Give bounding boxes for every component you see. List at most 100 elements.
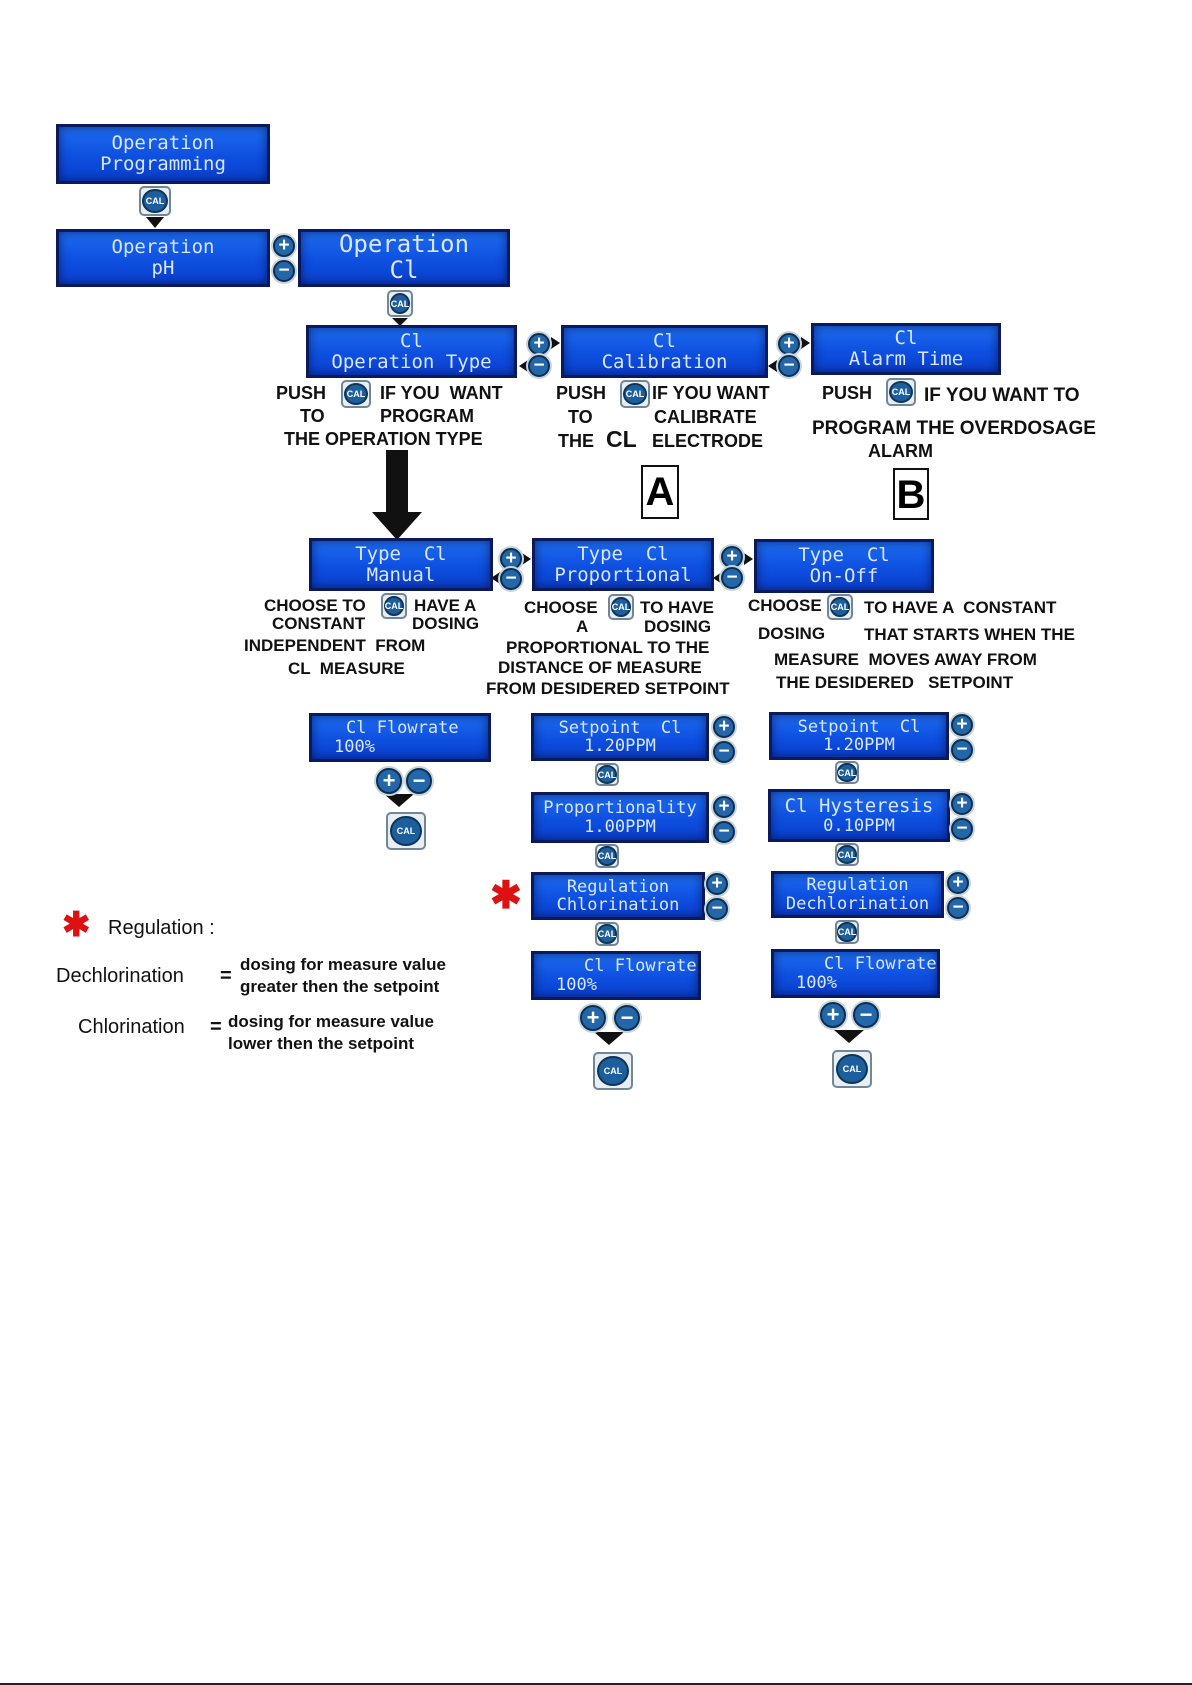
cal-button[interactable]: CAL bbox=[595, 922, 619, 946]
plus-button[interactable]: + bbox=[713, 716, 735, 738]
cal-button[interactable]: CAL bbox=[387, 290, 413, 317]
minus-button[interactable]: − bbox=[947, 897, 969, 919]
arrow-right-icon bbox=[551, 337, 560, 349]
minus-button[interactable]: − bbox=[721, 567, 743, 589]
cal-button[interactable]: CAL bbox=[608, 594, 634, 620]
text: PROPORTIONAL TO THE bbox=[506, 638, 710, 657]
plus-button[interactable]: + bbox=[273, 235, 295, 257]
arrow-left-icon bbox=[713, 572, 722, 584]
screen-line: Proportional bbox=[554, 563, 692, 586]
cal-button[interactable]: CAL bbox=[341, 380, 371, 408]
cal-button[interactable]: CAL bbox=[832, 1050, 872, 1088]
screen-line: 1.20PPM bbox=[823, 735, 895, 755]
minus-button[interactable]: − bbox=[713, 821, 735, 843]
screen-cl-calibration: Cl Calibration bbox=[561, 325, 768, 378]
screen-line: Type Cl bbox=[798, 544, 890, 567]
cal-button[interactable]: CAL bbox=[835, 761, 859, 784]
arrow-down-icon bbox=[594, 1032, 624, 1045]
plus-button[interactable]: + bbox=[706, 873, 728, 895]
screen-cl-alarm-time: Cl Alarm Time bbox=[811, 323, 1001, 375]
minus-button[interactable]: − bbox=[614, 1005, 640, 1031]
cal-icon: CAL bbox=[389, 292, 411, 315]
instruction-proportional: CHOOSE TO HAVE A DOSING PROPORTIONAL TO … bbox=[484, 598, 754, 702]
marker-b: B bbox=[893, 468, 929, 520]
text: INDEPENDENT FROM bbox=[244, 636, 426, 655]
minus-button[interactable]: − bbox=[706, 898, 728, 920]
cal-button[interactable]: CAL bbox=[595, 844, 619, 868]
plus-button[interactable]: + bbox=[580, 1005, 606, 1031]
instruction-alarm: PUSH IF YOU WANT TO PROGRAM THE OVERDOSA… bbox=[810, 383, 1140, 461]
plus-button[interactable]: + bbox=[947, 872, 969, 894]
plus-button[interactable]: + bbox=[951, 714, 973, 736]
cal-button[interactable]: CAL bbox=[381, 593, 407, 619]
minus-button[interactable]: − bbox=[273, 260, 295, 282]
text: CHOOSE TO bbox=[264, 596, 366, 615]
legend-chlorination-desc: lower then the setpoint bbox=[228, 1034, 415, 1053]
screen-prop-regulation: Regulation Chlorination bbox=[531, 872, 705, 920]
minus-button[interactable]: − bbox=[853, 1002, 879, 1028]
screen-line: Operation bbox=[338, 230, 470, 259]
cal-button[interactable]: CAL bbox=[886, 378, 916, 406]
plus-button[interactable]: + bbox=[951, 793, 973, 815]
legend-equals: = bbox=[210, 1016, 222, 1038]
screen-line: Regulation bbox=[806, 875, 909, 896]
cal-icon: CAL bbox=[837, 845, 857, 864]
text: ELECTRODE bbox=[652, 431, 764, 451]
screen-line: Cl Hysteresis bbox=[784, 795, 934, 818]
plus-button[interactable]: + bbox=[721, 546, 743, 568]
text: MEASURE MOVES AWAY FROM bbox=[774, 650, 1037, 669]
cal-icon: CAL bbox=[597, 924, 617, 944]
screen-operation-ph: Operation pH bbox=[56, 229, 270, 287]
screen-line: Setpoint Cl bbox=[558, 717, 682, 738]
plus-button[interactable]: + bbox=[500, 548, 522, 570]
plus-button[interactable]: + bbox=[778, 333, 800, 355]
cal-button[interactable]: CAL bbox=[139, 186, 171, 216]
minus-button[interactable]: − bbox=[778, 355, 800, 377]
minus-button[interactable]: − bbox=[528, 355, 550, 377]
minus-button[interactable]: − bbox=[951, 818, 973, 840]
cal-button[interactable]: CAL bbox=[835, 920, 859, 944]
cal-button[interactable]: CAL bbox=[593, 1052, 633, 1090]
screen-operation-cl: Operation Cl bbox=[298, 229, 510, 287]
plus-button[interactable]: + bbox=[376, 768, 402, 794]
arrow-down-icon bbox=[392, 318, 408, 326]
screen-cl-operation-type: Cl Operation Type bbox=[306, 325, 517, 378]
minus-button[interactable]: − bbox=[951, 739, 973, 761]
cal-button[interactable]: CAL bbox=[620, 380, 650, 408]
arrow-right-icon bbox=[744, 553, 753, 565]
instruction-calibrate: PUSH IF YOU WANT TO CALIBRATE THE CL ELE… bbox=[556, 383, 796, 455]
cal-button[interactable]: CAL bbox=[595, 763, 619, 786]
minus-button[interactable]: − bbox=[500, 568, 522, 590]
cal-icon: CAL bbox=[837, 922, 857, 942]
plus-button[interactable]: + bbox=[820, 1002, 846, 1028]
text: CHOOSE bbox=[524, 598, 598, 617]
arrow-left-icon bbox=[491, 572, 500, 584]
plus-button[interactable]: + bbox=[528, 333, 550, 355]
instruction-onoff: CHOOSE TO HAVE A CONSTANT DOSING THAT ST… bbox=[746, 596, 1106, 692]
screen-onoff-regulation: Regulation Dechlorination bbox=[771, 871, 944, 918]
cal-button[interactable]: CAL bbox=[386, 812, 426, 850]
minus-button[interactable]: − bbox=[406, 768, 432, 794]
text: THAT STARTS WHEN THE bbox=[864, 625, 1075, 644]
screen-prop-proportionality: Proportionality 1.00PPM bbox=[531, 792, 709, 843]
plus-button[interactable]: + bbox=[713, 796, 735, 818]
cal-icon: CAL bbox=[837, 763, 857, 782]
screen-line: 1.20PPM bbox=[584, 736, 656, 756]
text: PROGRAM THE OVERDOSAGE bbox=[812, 418, 1096, 439]
cal-button[interactable]: CAL bbox=[827, 594, 853, 620]
cal-button[interactable]: CAL bbox=[835, 843, 859, 866]
minus-button[interactable]: − bbox=[713, 741, 735, 763]
screen-line: Cl Flowrate bbox=[824, 954, 937, 975]
screen-prop-setpoint: Setpoint Cl 1.20PPM bbox=[531, 713, 709, 761]
cal-icon: CAL bbox=[597, 765, 617, 784]
legend-equals: = bbox=[220, 965, 232, 987]
legend-chlorination-desc: dosing for measure value bbox=[228, 1012, 434, 1031]
screen-line: Cl Flowrate bbox=[584, 956, 697, 977]
cal-icon: CAL bbox=[889, 380, 913, 404]
arrow-shaft bbox=[386, 450, 408, 512]
text: TO bbox=[300, 406, 325, 426]
screen-line: Cl bbox=[894, 327, 918, 350]
text: IF YOU WANT TO bbox=[924, 385, 1080, 406]
screen-line: Programming bbox=[100, 153, 226, 175]
text: DOSING bbox=[412, 614, 480, 633]
